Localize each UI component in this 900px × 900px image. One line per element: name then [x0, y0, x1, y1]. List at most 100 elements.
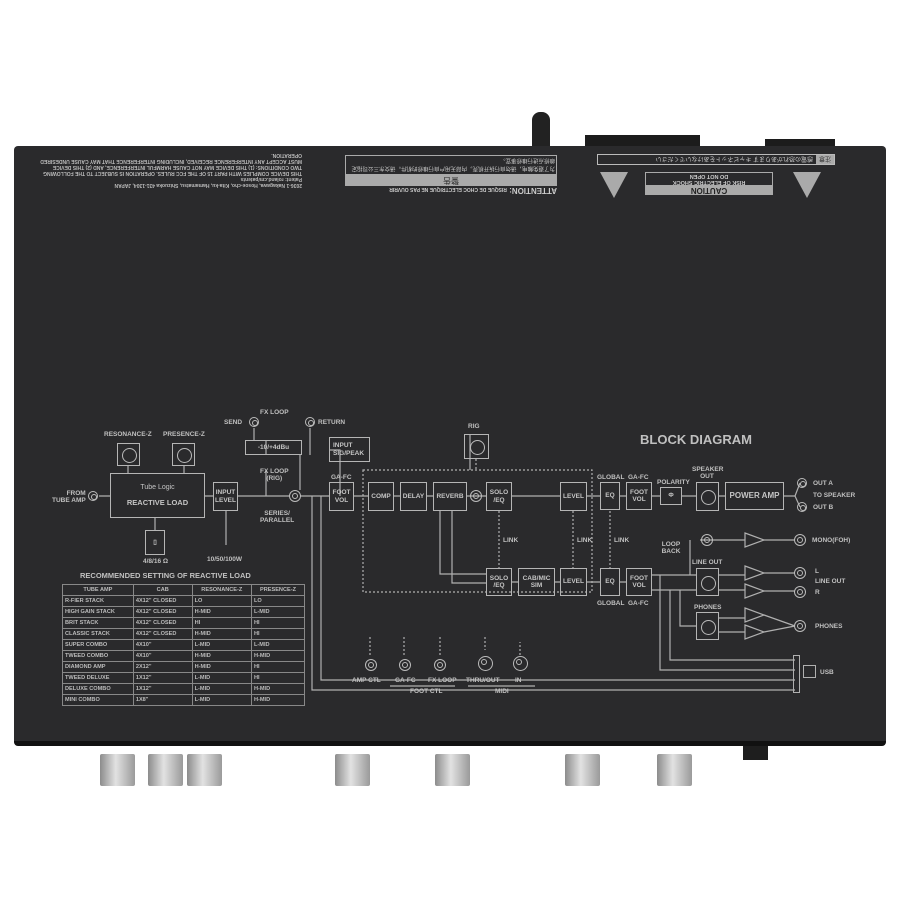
cab-mic-sim-block: CAB/MIC SIM — [518, 568, 555, 596]
line-out-knob-label: LINE OUT — [692, 559, 723, 566]
line-out-label: LINE OUT — [815, 578, 846, 585]
phones-knob-icon — [696, 612, 719, 640]
table-cell: LO — [251, 595, 305, 607]
table-cell: H-MID — [191, 628, 253, 640]
wattage-label: 10/50/100W — [207, 556, 243, 563]
reverb-block: REVERB — [433, 482, 467, 511]
mono-sum-icon — [701, 534, 713, 546]
global-label-b: GLOBAL — [597, 600, 625, 607]
table-cell: DIAMOND AMP — [62, 661, 134, 673]
line-out-knob-icon — [696, 568, 719, 596]
usb-bus — [793, 655, 800, 693]
series-text: SERIES/ — [264, 510, 290, 517]
knob — [657, 754, 692, 786]
table-cell: L-MID — [191, 639, 253, 651]
table-cell: 4X12" CLOSED — [132, 617, 193, 629]
fx-loop-rig-label: FX LOOP(RIG) — [260, 468, 289, 482]
table-cell: 4X12" CLOSED — [132, 606, 193, 618]
rear-connectors — [585, 135, 700, 147]
knob — [565, 754, 600, 786]
table-cell: CLASSIC STACK — [62, 628, 134, 640]
link-label-2: LINK — [577, 537, 593, 544]
table-cell: TWEED COMBO — [62, 650, 134, 662]
table-cell: L-MID — [191, 694, 253, 706]
line-out-r-label: R — [815, 589, 820, 596]
column-header: RESONANCE-Z — [191, 584, 253, 596]
reactive-load-label: REACTIVE LOAD — [126, 497, 189, 507]
table-cell: L-MID — [251, 606, 305, 618]
eq-block-a: EQ — [600, 482, 620, 510]
sum-icon — [289, 490, 301, 502]
knob — [435, 754, 470, 786]
from-label: FROM — [66, 490, 86, 497]
level-switch-block: -10/+4dBu — [245, 440, 302, 455]
table-cell: L-MID — [251, 639, 305, 651]
fx-loop-rig-text: FX LOOP — [260, 468, 289, 475]
amp-ctl-jack-icon — [365, 659, 377, 671]
knob — [100, 754, 135, 786]
foot-vol-block-b: FOOT VOL — [626, 568, 652, 596]
table-cell: HIGH GAIN STACK — [62, 606, 134, 618]
column-header: CAB — [132, 584, 193, 596]
ga-fc-jack-icon — [399, 659, 411, 671]
table-cell: HI — [251, 617, 305, 629]
ga-fc-label-b: GA-FC — [628, 600, 649, 607]
table-cell: H-MID — [191, 661, 253, 673]
resonance-label: RESONANCE-Z — [104, 431, 152, 438]
table-cell: SUPER COMBO — [62, 639, 134, 651]
send-jack-icon — [249, 417, 259, 427]
table-cell: 1X12" — [132, 672, 193, 684]
tube-amp-label: TUBE AMP — [52, 497, 86, 505]
block-diagram-title: BLOCK DIAGRAM — [640, 432, 752, 447]
thru-out-label: THRU/OUT — [466, 677, 500, 684]
input-sig-peak-block: INPUT SIG/PEAK — [329, 437, 370, 462]
out-a-label: OUT A — [813, 480, 833, 487]
foot-ctl-ga-fc-label: GA-FC — [395, 677, 416, 684]
table-cell: 1X12" — [132, 683, 193, 695]
mix-sum-icon — [470, 490, 482, 502]
info-triangle-icon — [600, 172, 628, 198]
table-cell: 4X10" — [132, 639, 193, 651]
rig-label: RIG — [468, 423, 480, 430]
speaker-out-knob-icon — [696, 482, 719, 511]
table-cell: L-MID — [191, 672, 253, 684]
usb-icon — [803, 665, 816, 678]
polarity-block: Φ — [660, 487, 682, 505]
level-block-b: LEVEL — [560, 568, 587, 596]
reactive-load-table: TUBE AMP CAB RESONANCE-Z PRESENCE-Z R-FI… — [62, 584, 305, 706]
table-cell: R-FIER STACK — [62, 595, 134, 607]
knob — [187, 754, 222, 786]
mono-foh-label: MONO(FOH) — [812, 537, 851, 544]
phones-knob-label: PHONES — [694, 604, 722, 611]
line-out-l-xlr-icon — [794, 567, 806, 579]
table-cell: 2X12" — [132, 661, 193, 673]
shock-triangle-icon — [793, 172, 821, 198]
table-cell: H-MID — [251, 683, 305, 695]
table-cell: TWEED DELUXE — [62, 672, 134, 684]
table-cell: HI — [251, 672, 305, 684]
link-label-3: LINK — [614, 537, 630, 544]
eq-block-b: EQ — [600, 568, 620, 596]
ga-fc-label-a: GA-FC — [628, 474, 649, 481]
table-cell: L-MID — [191, 683, 253, 695]
out-b-jack-icon — [797, 502, 807, 512]
midi-label: MIDI — [495, 688, 509, 695]
out-a-jack-icon — [797, 478, 807, 488]
presence-knob-icon — [172, 443, 195, 466]
table-cell: 4X12" CLOSED — [132, 628, 193, 640]
table-cell: DELUXE COMBO — [62, 683, 134, 695]
table-cell: HI — [251, 661, 305, 673]
table-cell: LO — [191, 595, 253, 607]
table-cell: 1X8" — [132, 694, 193, 706]
send-label: SEND — [224, 419, 243, 426]
table-cell: HI — [191, 617, 253, 629]
cable — [532, 112, 550, 148]
